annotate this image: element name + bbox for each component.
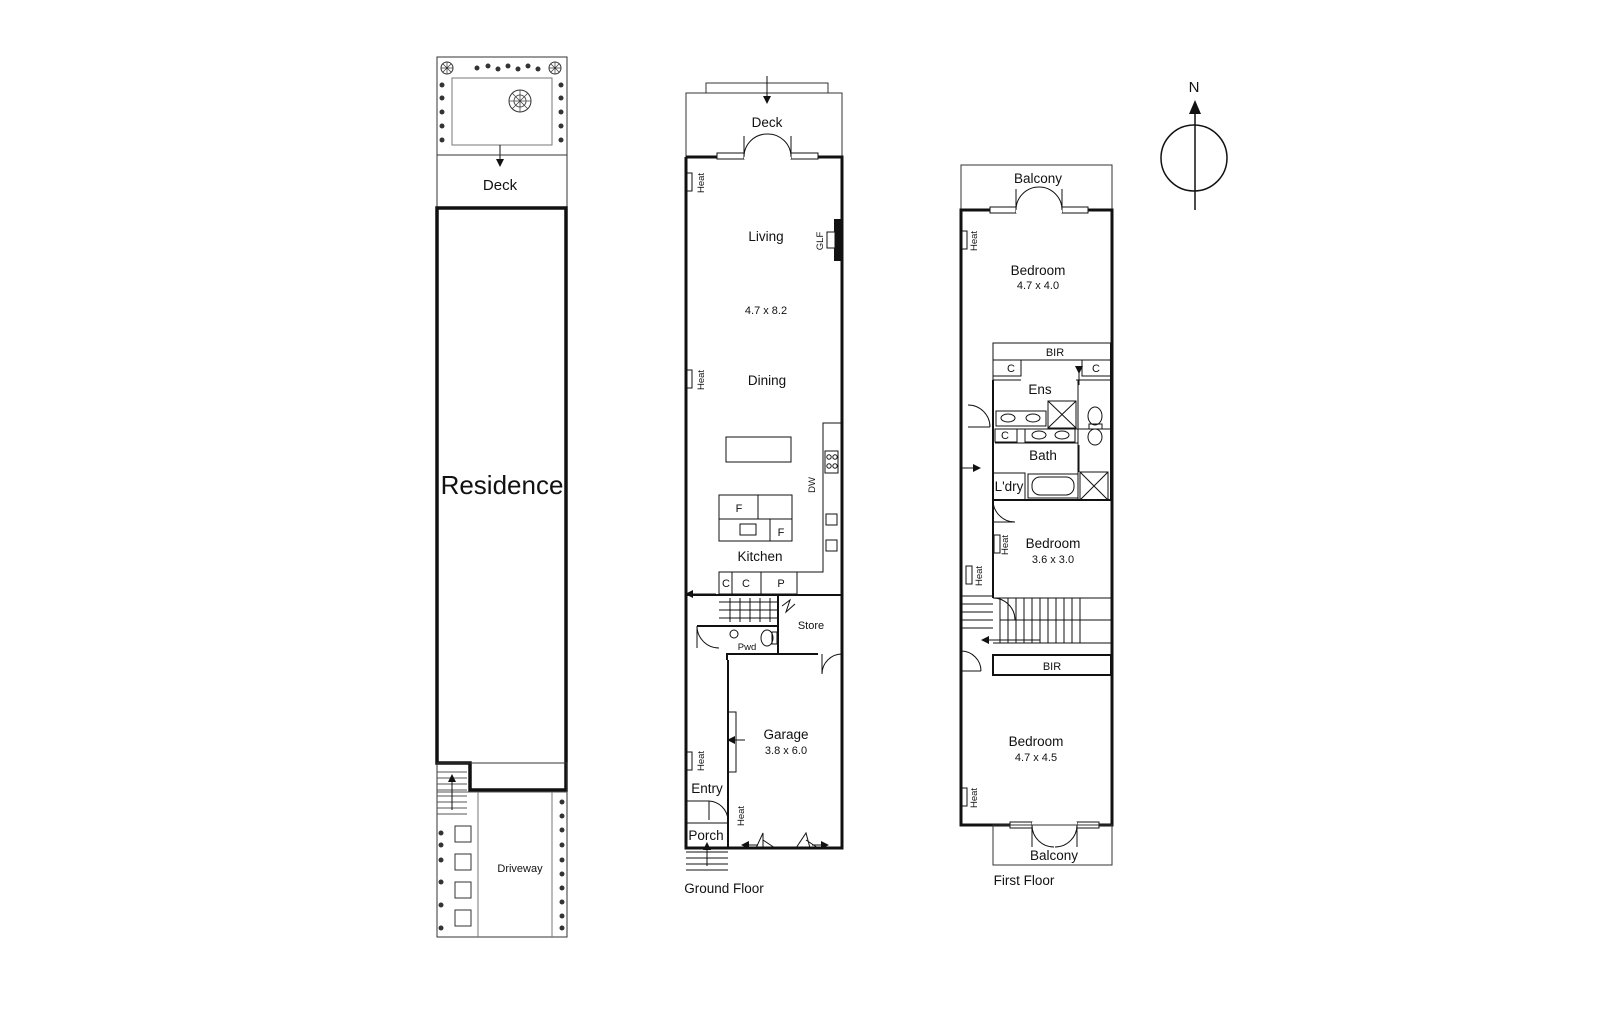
bir-1-label: BIR (1046, 347, 1064, 359)
pantry-label: P (777, 578, 784, 590)
driveway-label: Driveway (497, 863, 543, 875)
garage-dims: 3.8 x 6.0 (765, 745, 807, 757)
cupboard-label-1: C (722, 578, 730, 590)
toilet-icon (729, 629, 778, 647)
store-label: Store (798, 620, 824, 632)
dining-label: Dining (748, 373, 786, 388)
c-2-label: C (1092, 363, 1100, 375)
kitchen-island (718, 494, 793, 542)
bedroom-1-dims: 4.7 x 4.0 (1017, 280, 1059, 292)
powder-store-walls (697, 595, 818, 660)
entry-label: Entry (691, 781, 723, 796)
garage-label: Garage (763, 727, 808, 742)
ground-heat-1: Heat (696, 173, 707, 193)
rear-garden (436, 56, 568, 156)
porch-steps (686, 842, 728, 871)
north-compass-icon: N (1160, 79, 1228, 210)
site-deck-label: Deck (483, 177, 518, 194)
c-3-label: C (1001, 430, 1009, 442)
north-label: N (1189, 79, 1200, 96)
bedroom-1-label: Bedroom (1011, 263, 1066, 278)
first-heat-4: Heat (969, 788, 980, 808)
first-heat-1: Heat (969, 231, 980, 251)
first-heat-3: Heat (974, 566, 985, 586)
ground-heat-3: Heat (696, 751, 707, 771)
kitchen-bench (796, 422, 842, 595)
ground-heat-2: Heat (696, 370, 707, 390)
first-floor-plan: Balcony Heat Bedroom 4.7 x 4.0 BIR C C (959, 164, 1114, 888)
bedroom-3-dims: 4.7 x 4.5 (1015, 752, 1057, 764)
driveway-area (436, 762, 568, 938)
dining-table (725, 436, 792, 463)
glf-label: GLF (815, 232, 826, 251)
balcony-bottom-label: Balcony (1030, 848, 1078, 863)
first-staircase (960, 500, 1112, 672)
bedroom-2-dims: 3.6 x 3.0 (1032, 554, 1074, 566)
rear-french-doors (716, 133, 819, 160)
site-plan: Deck Residence Driveway (435, 56, 568, 938)
wardrobe-2 (992, 654, 1112, 676)
ensuite-label: Ens (1028, 382, 1052, 397)
balcony-top-label: Balcony (1014, 171, 1062, 186)
gas-log-fire-icon (834, 219, 842, 261)
cupboard-label-2: C (742, 578, 750, 590)
top-balcony-doors (989, 186, 1089, 214)
living-dims: 4.7 x 8.2 (745, 305, 787, 317)
garage-door-markers (741, 831, 829, 849)
powder-label: Pwd (738, 642, 756, 653)
shrub-icon (440, 61, 562, 75)
planting-dots (439, 63, 564, 143)
bir-2-label: BIR (1043, 661, 1061, 673)
site-steps (437, 771, 467, 815)
fridge-label-2: F (778, 527, 785, 539)
laundry-label: L'dry (995, 479, 1024, 494)
ground-staircase (719, 598, 796, 622)
driveway-planting-dots (438, 799, 565, 931)
first-floor-walls (959, 208, 1114, 827)
kitchen-label: Kitchen (737, 549, 782, 564)
residence-label: Residence (441, 470, 564, 500)
ground-floor-title: Ground Floor (684, 881, 764, 896)
porch-label: Porch (688, 828, 723, 843)
tree-icon (508, 89, 532, 113)
bedroom-3-label: Bedroom (1009, 734, 1064, 749)
first-heat-2: Heat (1000, 535, 1011, 555)
ground-heat-4: Heat (736, 806, 747, 826)
ground-floor-plan: Deck Heat Heat GLF Living 4.7 x 8.2 Dini… (684, 76, 844, 896)
bath-label: Bath (1029, 448, 1057, 463)
fridge-label-1: F (736, 503, 743, 515)
bedroom-2-label: Bedroom (1026, 536, 1081, 551)
paver-stones (454, 825, 472, 927)
ground-deck-label: Deck (752, 115, 783, 130)
front-balcony-doors (1009, 821, 1100, 848)
first-floor-title: First Floor (994, 873, 1055, 888)
living-label: Living (748, 229, 783, 244)
kitchen-cupboards (718, 571, 798, 595)
balcony-bottom (992, 824, 1113, 866)
dishwasher-label: DW (807, 477, 818, 493)
garage-door-swing (727, 711, 737, 773)
c-1-label: C (1007, 363, 1015, 375)
